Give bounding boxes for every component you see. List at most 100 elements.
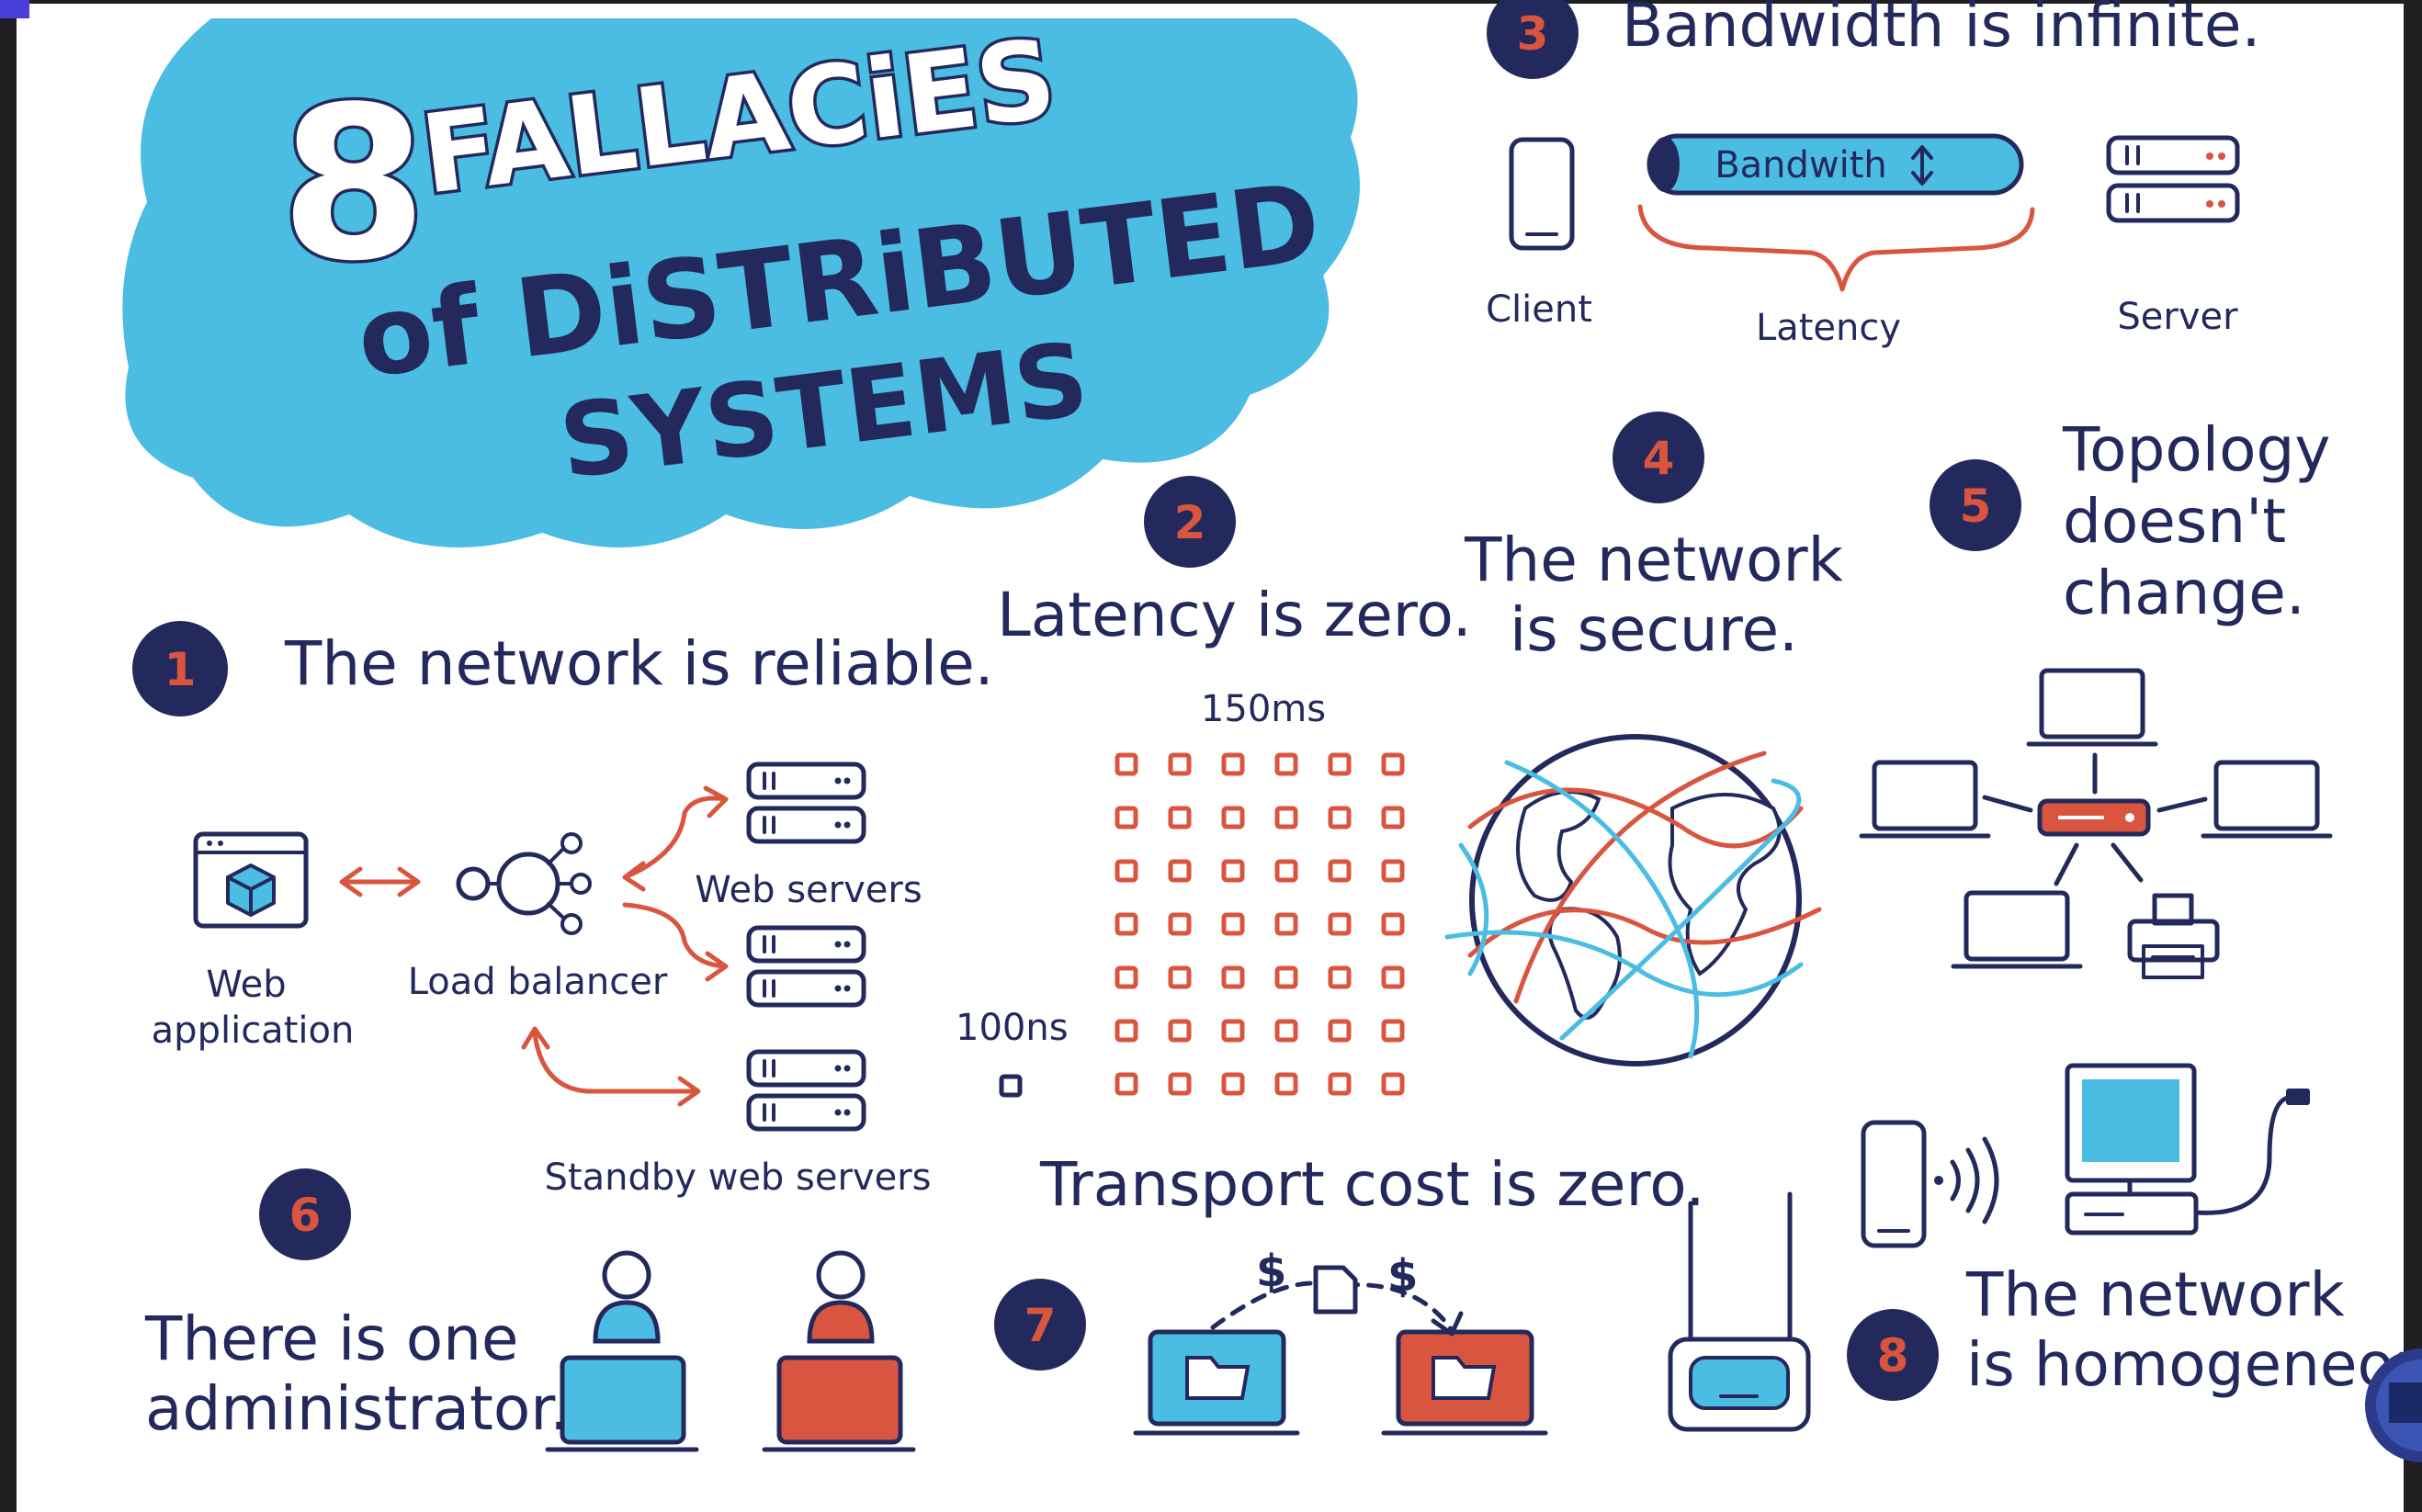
receiver-laptop-icon (1381, 1329, 1548, 1436)
latency-unit-square (1328, 752, 1352, 776)
latency-unit-square (1274, 806, 1298, 829)
laptop-icon (1859, 760, 1991, 839)
fallacy-7-badge: 7 (994, 1279, 1086, 1371)
sender-laptop-icon (1133, 1329, 1300, 1436)
latency-unit-square (1221, 859, 1245, 883)
svg-text:2: 2 (1174, 496, 1206, 549)
fallacy-8-line1: The network (1965, 1259, 2346, 1330)
standby-servers-label: Standby web servers (545, 1157, 932, 1199)
latency-unit-square (1221, 752, 1245, 776)
admin-person-blue (545, 1250, 699, 1452)
svg-text:1: 1 (164, 643, 197, 696)
transfer-arrowhead (1431, 1311, 1464, 1337)
wireless-signal-icon (1950, 1136, 1999, 1224)
svg-text:7: 7 (1024, 1299, 1057, 1352)
latency-100ns-label: 100ns (956, 1007, 1069, 1049)
document-icon (1313, 1265, 1358, 1315)
latency-unit-square (1381, 1072, 1405, 1096)
latency-unit-square (1274, 1019, 1298, 1043)
camera-thumbnail[interactable] (2365, 1348, 2422, 1462)
server-icon (2106, 135, 2240, 223)
admin-person-red (762, 1250, 916, 1452)
latency-unit-square (1221, 912, 1245, 936)
fallacy-4-line2: is secure. (1510, 594, 1798, 665)
fallacy-8-badge: 8 (1847, 1309, 1939, 1401)
latency-unit-square (1328, 912, 1352, 936)
desktop-computer-icon (2065, 1063, 2310, 1236)
latency-unit-square (1168, 1072, 1192, 1096)
fallacy-6-badge: 6 (259, 1168, 351, 1260)
latency-unit-square (1221, 806, 1245, 829)
fallacy-5-line1: Topology (2062, 414, 2330, 485)
router-icon (1668, 1191, 1811, 1432)
latency-brace (1637, 204, 2035, 292)
latency-unit-square (1274, 859, 1298, 883)
latency-unit-square (1274, 912, 1298, 936)
svg-text:4: 4 (1643, 432, 1675, 485)
network-switch-icon (2037, 798, 2151, 837)
web-server-stack-2 (746, 925, 866, 1008)
mobile-phone-icon (1861, 1120, 1943, 1248)
latency-unit-square (1274, 965, 1298, 989)
fallacy-1-badge: 1 (132, 621, 228, 717)
window-corner-marker (0, 0, 29, 18)
latency-unit-square (1115, 1019, 1138, 1043)
latency-unit-square (1115, 912, 1138, 936)
svg-text:6: 6 (289, 1189, 322, 1242)
latency-single-unit (999, 1074, 1023, 1098)
client-label: Client (1486, 288, 1592, 331)
latency-unit-square (1274, 752, 1298, 776)
latency-unit-square (1381, 1019, 1405, 1043)
latency-unit-square (1328, 965, 1352, 989)
bandwidth-pipe (1647, 133, 2024, 196)
fallacy-7-text: Transport cost is zero. (1039, 1149, 1704, 1220)
web-servers-label: Web servers (695, 869, 922, 911)
server-label: Server (2117, 296, 2238, 338)
web-application-icon (193, 831, 309, 929)
latency-unit-square (1328, 1019, 1352, 1043)
latency-150ms-label: 150ms (1201, 688, 1326, 730)
latency-unit-square (1381, 965, 1405, 989)
fallacy-8-line2: is homogeneous. (1966, 1329, 2422, 1400)
latency-unit-square (1168, 752, 1192, 776)
fallacy-3-badge: 3 (1487, 0, 1579, 79)
fallacy-4-badge: 4 (1613, 412, 1704, 503)
latency-unit-square (1115, 859, 1138, 883)
client-phone-icon (1509, 137, 1575, 251)
latency-unit-square (1115, 752, 1138, 776)
latency-unit-square (1381, 806, 1405, 829)
latency-unit-square (1168, 1019, 1192, 1043)
printer-icon (2127, 893, 2220, 979)
latency-unit-square (1168, 859, 1192, 883)
latency-unit-square (1328, 1072, 1352, 1096)
svg-text:8: 8 (1877, 1329, 1909, 1382)
balancer-to-mid-servers-arrow (622, 902, 729, 982)
fallacy-5-line2: doesn't (2063, 486, 2286, 557)
latency-unit-square (1115, 806, 1138, 829)
load-balancer-icon (456, 832, 592, 935)
globe-icon (1444, 734, 1822, 1066)
latency-unit-square (1115, 1072, 1138, 1096)
load-balancer-label: Load balancer (408, 961, 668, 1003)
fallacy-1-text: The network is reliable. (284, 628, 994, 699)
latency-unit-square (1115, 965, 1138, 989)
latency-unit-square (1381, 859, 1405, 883)
balancer-to-top-servers-arrow (622, 785, 729, 892)
fallacy-2-text: Latency is zero. (997, 580, 1472, 650)
fallacy-5-badge: 5 (1930, 459, 2021, 551)
laptop-icon (2201, 760, 2333, 839)
fallacy-5-line3: change. (2063, 558, 2305, 628)
latency-unit-square (1274, 1072, 1298, 1096)
latency-unit-square (1221, 965, 1245, 989)
latency-unit-square (1381, 752, 1405, 776)
title-number: 8 (280, 62, 427, 308)
standby-server-stack (746, 1049, 866, 1132)
dollar-sign-icon: $ (1387, 1250, 1418, 1302)
fallacy-4-line1: The network (1464, 525, 1844, 595)
right-dark-strip (2404, 0, 2422, 1512)
latency-grid (1115, 752, 1405, 1096)
latency-unit-square (1328, 806, 1352, 829)
web-app-label-line2: application (152, 1010, 355, 1052)
web-server-stack-1 (746, 762, 866, 844)
laptop-icon (1951, 890, 2083, 969)
